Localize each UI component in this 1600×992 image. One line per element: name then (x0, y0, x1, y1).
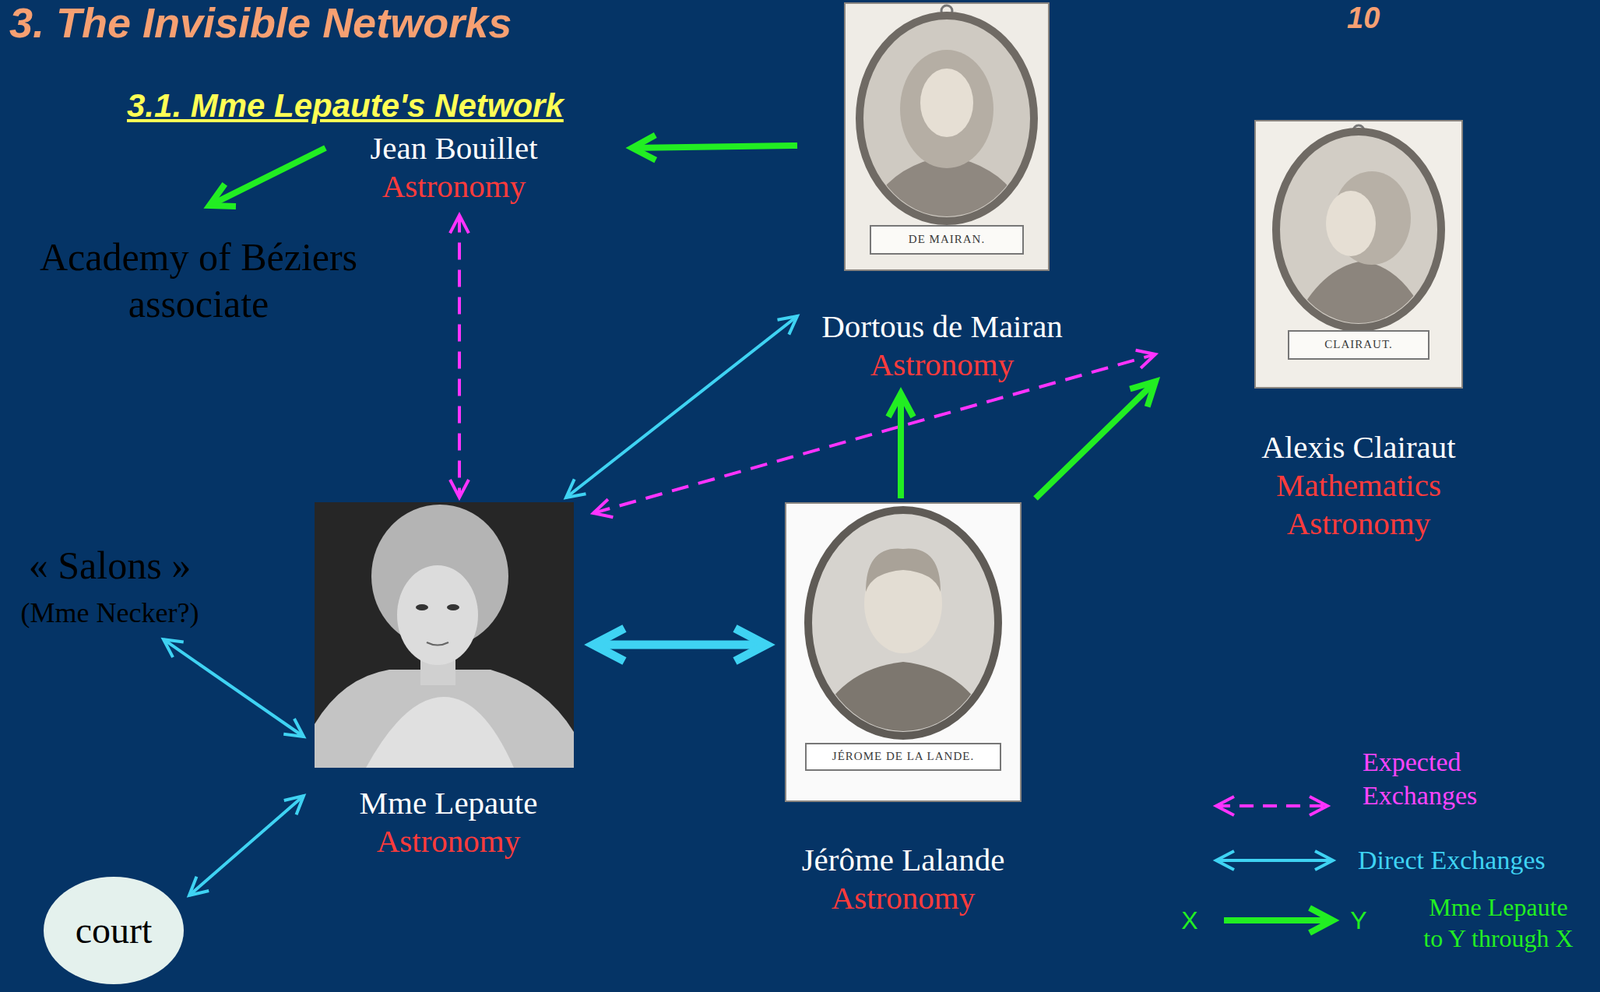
portrait-mount (844, 3, 1049, 271)
person-node: Dortous de MairanAstronomy (801, 3, 1083, 389)
bust (809, 548, 997, 740)
salon-note: (Mme Necker?) (7, 596, 212, 630)
lalande-portrait (785, 502, 1021, 802)
legend-sample-direct (1216, 858, 1333, 862)
person-name: Jean Bouillet (330, 129, 578, 168)
mairan-portrait (844, 3, 1049, 271)
name-plaque (870, 225, 1024, 254)
legend-symbol: Y (1350, 906, 1367, 936)
name-plaque (1288, 330, 1429, 359)
field-label: Astronomy (770, 879, 1036, 918)
person-name: Mme Lepaute (308, 784, 589, 823)
eye (446, 604, 460, 611)
person-node: Mme LepauteAstronomy (308, 502, 589, 866)
section-heading: 3.1. Mme Lepaute's Network (126, 87, 564, 125)
legend-sample-dashed (1216, 804, 1328, 808)
eye (415, 604, 429, 611)
person-name: Jérôme Lalande (770, 840, 1036, 880)
legend-symbol: X (1181, 906, 1198, 936)
salon-node: « Salons » (Mme Necker?) (7, 537, 212, 635)
bust (864, 49, 1030, 226)
direct-exchange (593, 640, 767, 650)
portrait-mount (1255, 120, 1463, 388)
person-name: Dortous de Mairan (801, 307, 1083, 346)
legend-entry: Direct Exchanges (1357, 843, 1592, 878)
face (1325, 190, 1376, 257)
through-arrow (632, 145, 798, 148)
face (920, 68, 974, 138)
direct-exchange (163, 639, 304, 737)
legend-entry: Mme Lepaute to Y through X (1418, 891, 1579, 954)
court-ellipse: court (42, 875, 185, 985)
face (397, 565, 479, 665)
clairaut-portrait (1255, 120, 1463, 388)
person-name: Alexis Clairaut (1160, 428, 1558, 467)
slide-title: 3. The Invisible Networks (9, 0, 512, 46)
shoulders (809, 661, 997, 740)
bust (1288, 171, 1433, 335)
page-number: 10 (1346, 1, 1380, 36)
direct-exchange (189, 795, 304, 896)
direct-exchange (566, 316, 798, 498)
portrait-mount (785, 502, 1021, 802)
chest (365, 696, 514, 768)
through-arrow (209, 147, 326, 206)
ellipse-fill (43, 876, 184, 985)
wig (900, 49, 994, 169)
person-node: Jean BouilletAstronomy (330, 124, 628, 211)
field-label: Astronomy (1160, 504, 1558, 543)
legend-samples (1216, 805, 1333, 921)
institution-name: Academy of Béziers associate (23, 233, 374, 328)
field-label: Astronomy (330, 167, 578, 206)
through-arrow (897, 393, 904, 499)
expected-exchange (457, 214, 461, 498)
plaque-inscription: CLAIRAUT. (1324, 337, 1393, 352)
salon-name: « Salons » (7, 541, 212, 589)
name-plaque (805, 743, 1001, 771)
through-arrow (1035, 381, 1156, 499)
mouth (426, 642, 449, 646)
photo-ground (314, 502, 574, 768)
person-node: Jérôme LalandeAstronomy (770, 502, 1036, 922)
legend-sample-through (1223, 917, 1333, 924)
lepaute-portrait (314, 502, 574, 768)
institution-node: Academy of Béziers associate (15, 210, 382, 332)
person-node: Alexis ClairautMathematicsAstronomy (1160, 120, 1558, 549)
court-name: court (75, 907, 153, 953)
plaque-inscription: JÉROME DE LA LANDE. (832, 749, 975, 764)
plaque-inscription: DE MAIRAN. (908, 232, 985, 247)
field-label: Mathematics (1160, 466, 1558, 505)
hair (865, 548, 941, 592)
legend-entry: Expected Exchanges (1362, 745, 1495, 813)
field-label: Astronomy (308, 822, 589, 861)
shoulders (1288, 260, 1433, 335)
field-label: Astronomy (801, 345, 1083, 384)
